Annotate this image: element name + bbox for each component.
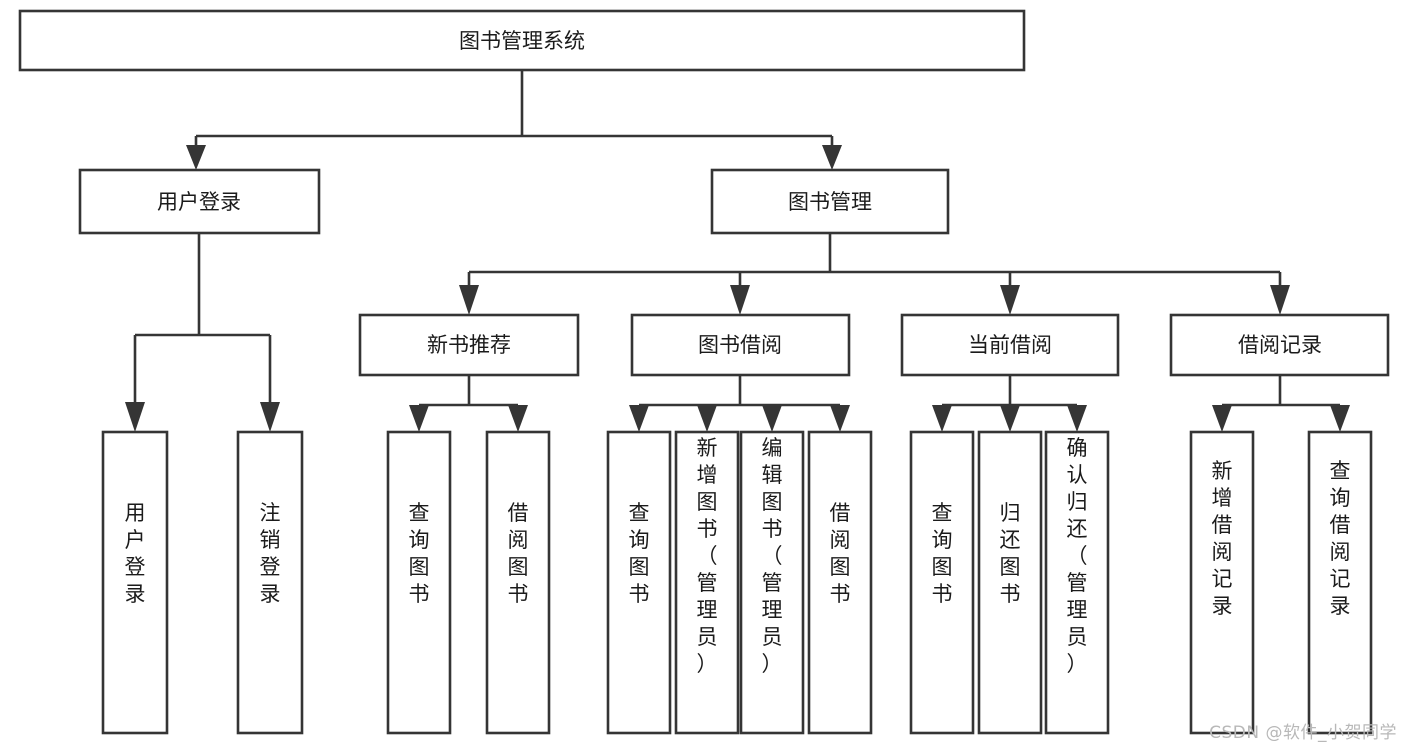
node-leaf-borrow-book-2[interactable]: 借阅图书 xyxy=(807,430,873,735)
node-leaf-borrow-book-2-label: 借阅图书 xyxy=(830,501,851,606)
node-book-manage-label: 图书管理 xyxy=(788,190,872,214)
arrow-to-leaf-user-login xyxy=(125,402,145,432)
node-leaf-user-logout-box[interactable] xyxy=(236,430,304,735)
node-borrow-record[interactable]: 借阅记录 xyxy=(1169,313,1390,377)
node-leaf-query-book-2-label: 查询图书 xyxy=(629,501,650,606)
node-book-manage[interactable]: 图书管理 xyxy=(710,168,950,235)
arrow-to-leaf-user-logout xyxy=(260,402,280,432)
node-leaf-edit-book-box[interactable] xyxy=(739,430,805,735)
node-leaf-query-book-1-box[interactable] xyxy=(386,430,452,735)
node-leaf-query-book-3-label: 查询图书 xyxy=(932,501,953,606)
node-leaf-query-record[interactable]: 查询借阅记录 xyxy=(1307,430,1373,735)
arrow-to-book-borrow xyxy=(730,285,750,315)
node-leaf-add-book-box[interactable] xyxy=(674,430,740,735)
arrow-to-user-login xyxy=(186,145,206,170)
node-leaf-user-logout-label: 注销登录 xyxy=(260,501,281,606)
arrow-to-leaf-query-book-1 xyxy=(409,405,429,432)
node-leaf-return-book-label: 归还图书 xyxy=(1000,501,1021,606)
node-leaf-user-login-label: 用户登录 xyxy=(125,501,146,606)
node-leaf-confirm-return[interactable]: 确认归还（管理员） xyxy=(1044,430,1110,735)
node-leaf-confirm-return-label: 确认归还（管理员） xyxy=(1067,436,1088,676)
node-current-borrow-label: 当前借阅 xyxy=(968,333,1052,357)
node-user-login[interactable]: 用户登录 xyxy=(78,168,321,235)
node-leaf-query-book-1[interactable]: 查询图书 xyxy=(386,430,452,735)
node-leaf-return-book[interactable]: 归还图书 xyxy=(977,430,1043,735)
node-leaf-borrow-book-1[interactable]: 借阅图书 xyxy=(485,430,551,735)
node-leaf-query-record-box[interactable] xyxy=(1307,430,1373,735)
node-leaf-query-record-label: 查询借阅记录 xyxy=(1330,459,1351,618)
arrow-to-leaf-confirm-return xyxy=(1067,405,1087,432)
connectors-group xyxy=(125,70,1350,432)
node-new-book-rec[interactable]: 新书推荐 xyxy=(358,313,580,377)
arrow-to-leaf-edit-book xyxy=(762,405,782,432)
arrow-to-leaf-query-book-2 xyxy=(629,405,649,432)
node-new-book-rec-box[interactable] xyxy=(358,313,580,377)
node-leaf-query-book-2[interactable]: 查询图书 xyxy=(606,430,672,735)
node-user-login-box[interactable] xyxy=(78,168,321,235)
arrow-to-borrow-record xyxy=(1270,285,1290,315)
node-leaf-add-record-label: 新增借阅记录 xyxy=(1212,459,1233,618)
node-book-borrow-label: 图书借阅 xyxy=(698,333,782,357)
node-leaf-edit-book[interactable]: 编辑图书（管理员） xyxy=(739,430,805,735)
node-root[interactable]: 图书管理系统 xyxy=(18,9,1026,72)
node-leaf-borrow-book-1-label: 借阅图书 xyxy=(508,501,529,606)
node-book-borrow-box[interactable] xyxy=(630,313,851,377)
node-leaf-user-login-box[interactable] xyxy=(101,430,169,735)
arrow-to-leaf-borrow-book-2 xyxy=(830,405,850,432)
node-leaf-add-book-label: 新增图书（管理员） xyxy=(697,436,718,676)
node-borrow-record-box[interactable] xyxy=(1169,313,1390,377)
node-current-borrow[interactable]: 当前借阅 xyxy=(900,313,1120,377)
node-root-box[interactable] xyxy=(18,9,1026,72)
arrow-to-new-book-rec xyxy=(459,285,479,315)
node-leaf-query-book-3-box[interactable] xyxy=(909,430,975,735)
arrow-to-leaf-query-book-3 xyxy=(932,405,952,432)
node-new-book-rec-label: 新书推荐 xyxy=(427,333,511,357)
node-leaf-query-book-2-box[interactable] xyxy=(606,430,672,735)
arrow-to-leaf-query-record xyxy=(1330,405,1350,432)
node-leaf-user-logout[interactable]: 注销登录 xyxy=(236,430,304,735)
node-borrow-record-label: 借阅记录 xyxy=(1238,333,1322,357)
node-leaf-add-book[interactable]: 新增图书（管理员） xyxy=(674,430,740,735)
node-leaf-edit-book-label: 编辑图书（管理员） xyxy=(762,436,783,676)
arrow-to-leaf-add-record xyxy=(1212,405,1232,432)
node-leaf-add-record[interactable]: 新增借阅记录 xyxy=(1189,430,1255,735)
node-current-borrow-box[interactable] xyxy=(900,313,1120,377)
node-leaf-query-book-1-label: 查询图书 xyxy=(409,501,430,606)
node-leaf-return-book-box[interactable] xyxy=(977,430,1043,735)
node-leaf-borrow-book-2-box[interactable] xyxy=(807,430,873,735)
node-book-borrow[interactable]: 图书借阅 xyxy=(630,313,851,377)
node-leaf-query-book-3[interactable]: 查询图书 xyxy=(909,430,975,735)
csdn-watermark: CSDN @软件_小贺同学 xyxy=(1209,723,1397,743)
node-root-label: 图书管理系统 xyxy=(459,29,585,53)
node-leaf-add-record-box[interactable] xyxy=(1189,430,1255,735)
arrow-to-leaf-add-book xyxy=(697,405,717,432)
arrow-to-current-borrow xyxy=(1000,285,1020,315)
node-leaf-user-login[interactable]: 用户登录 xyxy=(101,430,169,735)
arrow-to-book-manage xyxy=(822,145,842,170)
node-user-login-label: 用户登录 xyxy=(157,190,241,214)
arrow-to-leaf-return-book xyxy=(1000,405,1020,432)
node-leaf-borrow-book-1-box[interactable] xyxy=(485,430,551,735)
node-book-manage-box[interactable] xyxy=(710,168,950,235)
node-leaf-confirm-return-box[interactable] xyxy=(1044,430,1110,735)
arrow-to-leaf-borrow-book-1 xyxy=(508,405,528,432)
